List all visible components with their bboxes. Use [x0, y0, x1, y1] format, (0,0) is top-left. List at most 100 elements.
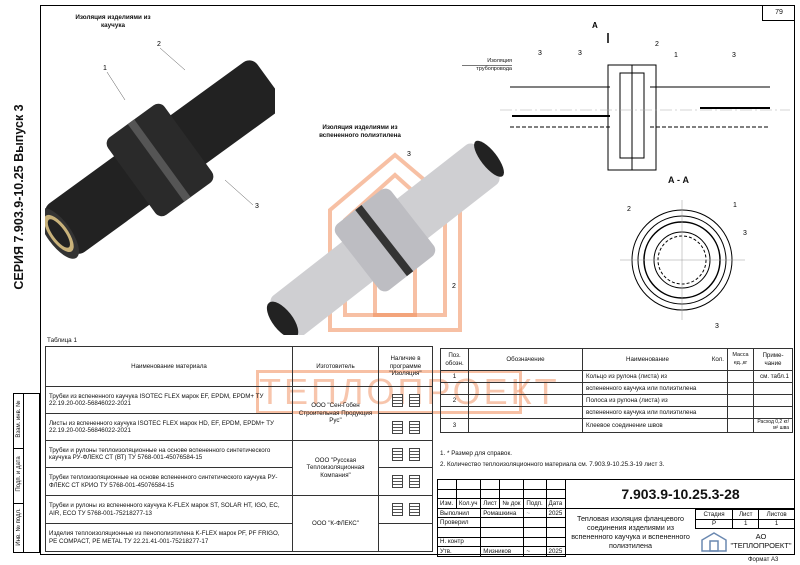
sheets-header: Листов — [758, 509, 795, 520]
approval-stamp-column: Взам. инв. № Подп. и дата Инв. № подл. — [13, 393, 40, 553]
callout-3: 3 — [255, 203, 259, 210]
callout-3: 3 — [538, 50, 542, 57]
stamp-label: Подп. и дата — [16, 456, 22, 492]
table-row: Изделия теплоизоляционные из пенополиэти… — [45, 523, 433, 552]
sheets-value: 1 — [758, 518, 795, 530]
header-name: Наименование Кол. — [582, 348, 728, 371]
header-pos: Поз. обозн. — [440, 348, 469, 371]
item-name: Кольцо из рулона (листа) из — [582, 370, 728, 383]
material-name: Трубки теплоизоляционные на основе вспен… — [45, 467, 293, 496]
sheet-header: Лист — [732, 509, 760, 520]
program-doc-icon[interactable] — [391, 420, 403, 434]
header-qty: Кол. — [711, 355, 724, 363]
pos: 1 — [440, 370, 469, 383]
calculator-icon[interactable] — [408, 503, 420, 516]
note-1: 1. * Размер для справок. — [440, 450, 512, 457]
spec-row: вспененного каучука или полиэтилена — [440, 382, 793, 395]
signer-name: Мизников — [480, 546, 525, 557]
rubber-insulation-3d-image: 1 2 3 — [45, 41, 275, 259]
calculator-icon[interactable] — [408, 420, 420, 434]
callout-2: 2 — [452, 283, 456, 290]
section-mark-top: А — [592, 21, 598, 30]
stage-header: Стадия — [694, 509, 734, 520]
signer-name: Ромашкина — [480, 507, 525, 519]
company-name: АО"ТЕПЛОПРОЕКТ" — [730, 532, 792, 550]
item-note: Расход 0,2 кг/м² шва — [753, 418, 793, 433]
callout-3: 3 — [732, 52, 736, 59]
material-name: Трубки из вспененного каучука ISOTEC FLE… — [45, 386, 293, 414]
program-doc-icon[interactable] — [391, 393, 403, 407]
table-row: Трубки и рулоны теплоизоляционные на осн… — [45, 440, 433, 496]
calculator-icon[interactable] — [408, 393, 420, 407]
role: Проверил — [436, 517, 482, 528]
table-row: Трубки и рулоны из вспененного каучука K… — [45, 495, 433, 552]
table-row: Листы из вспененного каучука ISOTEC FLEX… — [45, 413, 433, 441]
callout-3: 3 — [715, 323, 719, 330]
stamp-label: Инв. № подл. — [16, 508, 22, 546]
sign-date: 2025 — [545, 546, 567, 557]
header-designation: Обозначение — [468, 348, 583, 371]
item-name: вспененного каучука или полиэтилена — [582, 382, 728, 395]
item-name: Клеевое соединение швов — [582, 418, 728, 433]
header-availability: Наличие в программе "Изоляция" — [378, 346, 433, 387]
col-header: Кол.уч — [455, 498, 482, 509]
sign-date: 2025 — [545, 507, 567, 519]
section-aa-drawing: 2 1 3 3 — [620, 200, 747, 330]
calculator-icon[interactable] — [408, 475, 420, 488]
role: Утв. — [436, 546, 482, 557]
col-header: Изм. — [437, 498, 457, 509]
stamp-label: Взам. инв. № — [16, 400, 22, 438]
figure1-caption: Изоляция изделиями из каучука — [75, 14, 151, 29]
section-mark-bottom: А — [592, 174, 598, 175]
drawing-frame — [40, 5, 795, 555]
material-name: Изделия теплоизоляционные из пенополиэти… — [45, 523, 293, 552]
table-row: Трубки теплоизоляционные на основе вспен… — [45, 467, 433, 496]
callout-1: 1 — [733, 202, 737, 209]
pos: 2 — [440, 394, 469, 407]
program-doc-icon[interactable] — [391, 447, 403, 461]
program-doc-icon[interactable] — [391, 503, 403, 516]
role: Выполнил — [436, 507, 482, 519]
material-name: Трубки и рулоны из вспененного каучука K… — [45, 495, 293, 524]
col-header: Лист — [480, 498, 501, 509]
callout-3: 3 — [578, 50, 582, 57]
pos: 3 — [440, 418, 469, 433]
callout-1: 1 — [674, 52, 678, 59]
material-name: Трубки и рулоны теплоизоляционные на осн… — [45, 440, 293, 468]
callout-3: 3 — [743, 230, 747, 237]
callout-2: 2 — [655, 41, 659, 48]
document-code: 7.903.9-10.25.3-28 — [565, 479, 795, 509]
polyethylene-insulation-3d-image: 3 2 — [266, 140, 504, 335]
section-view-title: А - А — [668, 175, 689, 185]
sheet-format: Формат А3 — [748, 557, 779, 563]
spec-row: 3 Клеевое соединение швов Расход 0,2 кг/м²… — [440, 418, 793, 433]
document-title: Тепловая изоляция фланцевого соединения … — [565, 509, 695, 555]
series-title: СЕРИЯ 7.903.9-10.25 Выпуск 3 — [12, 104, 26, 290]
company-logo-icon — [701, 532, 727, 552]
col-header: № док — [499, 498, 525, 509]
callout-1: 1 — [103, 65, 107, 72]
callout-3: 3 — [407, 151, 411, 158]
item-name: вспененного каучука или полиэтилена — [582, 406, 728, 419]
sheet-value: 1 — [732, 518, 760, 530]
signature: ~ — [523, 546, 547, 557]
role: Н. контр — [436, 536, 482, 548]
callout-2: 2 — [627, 206, 631, 213]
manufacturer: ООО "Сен-Гобен Строительная Продукция Ру… — [292, 386, 379, 441]
material-name: Листы из вспененного каучука ISOTEC FLEX… — [45, 413, 293, 441]
table-row: Трубки из вспененного каучука ISOTEC FLE… — [45, 386, 433, 441]
calculator-icon[interactable] — [408, 447, 420, 461]
header-name-label: Наименование — [626, 355, 669, 363]
figure2-caption: Изоляция изделиями из вспененного полиэт… — [319, 124, 401, 139]
flange-section-drawing: А А 3 3 2 1 3 — [500, 21, 790, 175]
program-doc-icon[interactable] — [391, 475, 403, 488]
manufacturer: ООО "К-ФЛЕКС" — [292, 495, 379, 552]
col-header: Подп. — [523, 498, 547, 509]
